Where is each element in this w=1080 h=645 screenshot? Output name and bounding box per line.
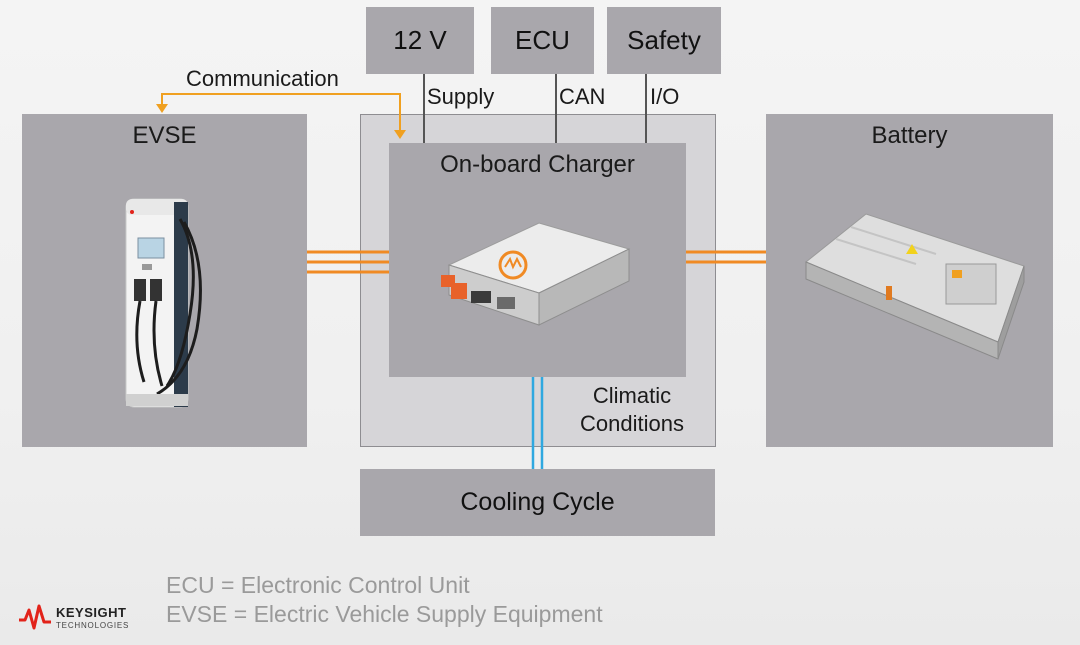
can-label: CAN [559, 84, 606, 109]
ecu-box: ECU [491, 7, 594, 74]
ecu-label: ECU [515, 25, 570, 55]
safety-box: Safety [607, 7, 721, 74]
legend-ecu: ECU = Electronic Control Unit [166, 572, 470, 598]
evse-charger-power-lines [307, 250, 389, 274]
12v-label: 12 V [393, 25, 447, 55]
charger-unit-image [441, 222, 631, 326]
keysight-wave-icon [19, 604, 51, 630]
charger-battery-power-lines [686, 250, 766, 264]
onboard-charger-box: On-board Charger [389, 143, 686, 377]
charger-title: On-board Charger [440, 151, 635, 178]
legend-evse: EVSE = Electric Vehicle Supply Equipment [166, 601, 603, 627]
12v-box: 12 V [366, 7, 474, 74]
cooling-cycle-label: Cooling Cycle [460, 488, 615, 516]
logo-name: KEYSIGHT [56, 605, 127, 620]
climatic-line2: Conditions [580, 411, 684, 436]
climatic-line1: Climatic [592, 383, 672, 408]
battery-pack-image [805, 213, 1025, 360]
evse-box: EVSE [22, 114, 307, 447]
top-connector-lines [423, 74, 647, 143]
climatic-conditions-label: Climatic Conditions [580, 382, 684, 438]
supply-label: Supply [427, 84, 495, 109]
ev-charger-image [125, 198, 202, 408]
battery-box: Battery [766, 114, 1053, 447]
logo-sub: TECHNOLOGIES [56, 621, 130, 630]
safety-label: Safety [627, 25, 701, 55]
cooling-cycle-box: Cooling Cycle [360, 469, 715, 536]
battery-title: Battery [871, 122, 948, 149]
communication-line [156, 93, 406, 139]
communication-label: Communication [186, 66, 339, 91]
evse-title: EVSE [132, 122, 197, 149]
cooling-lines [531, 377, 544, 469]
keysight-logo: KEYSIGHT TECHNOLOGIES [18, 602, 138, 634]
io-label: I/O [650, 84, 680, 109]
